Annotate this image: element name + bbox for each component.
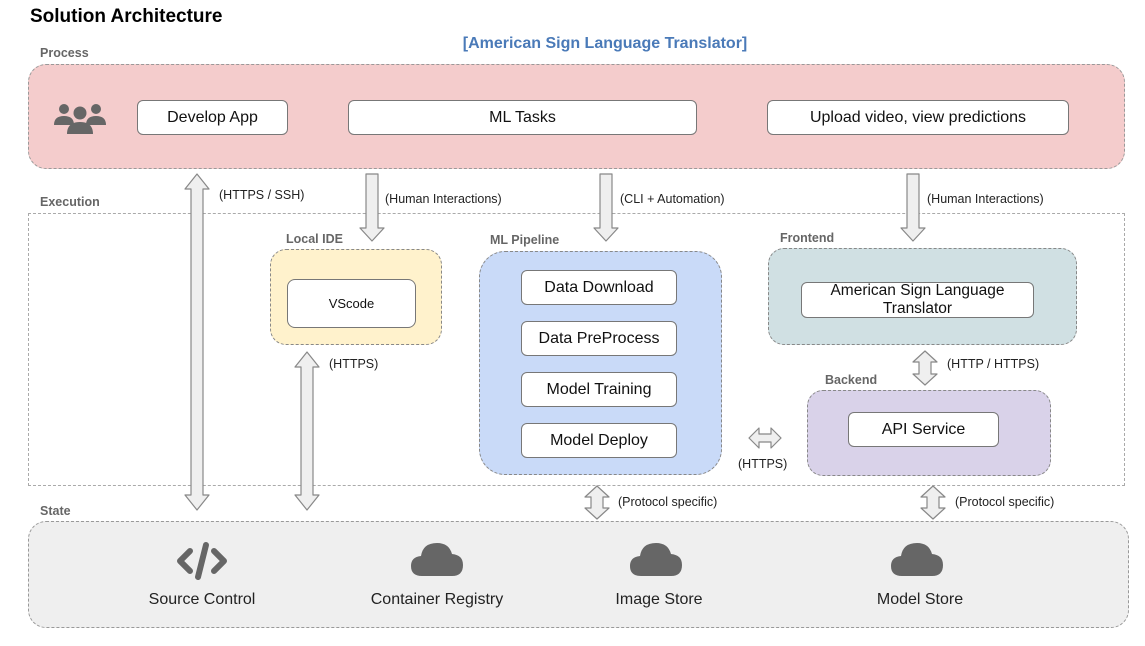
arrow-http-https [912,350,938,386]
arrow-https-pipeline-backend [748,427,782,449]
edge-label-https-ide: (HTTPS) [329,357,379,371]
cloud-icon [890,540,944,578]
section-label-state: State [40,504,71,518]
edge-label-https-pipeline-backend: (HTTPS) [738,457,788,471]
arrow-https-ide [294,351,320,511]
state-label-container-registry: Container Registry [370,591,504,608]
group-label-frontend: Frontend [780,231,835,245]
edge-label-protocol-specific-2: (Protocol specific) [955,495,1055,509]
section-label-process: Process [40,46,89,60]
page-title: Solution Architecture [30,6,223,27]
upload-video-box: Upload video, view predictions [767,100,1069,135]
edge-label-http-https: (HTTP / HTTPS) [947,357,1040,371]
diagram-subtitle: [American Sign Language Translator] [462,35,748,52]
edge-label-human-interactions-1: (Human Interactions) [385,192,502,206]
edge-label-cli-automation: (CLI + Automation) [620,192,725,206]
pipeline-step-data-preprocess: Data PreProcess [521,321,677,356]
execution-band [28,213,1125,486]
pipeline-step-model-training: Model Training [521,372,677,407]
users-group-icon [52,101,108,135]
edge-label-human-interactions-2: (Human Interactions) [927,192,1044,206]
arrow-human-interactions-2 [900,173,926,242]
code-icon [175,541,229,581]
group-label-backend: Backend [825,373,878,387]
edge-label-https-ssh: (HTTPS / SSH) [219,188,305,202]
api-service-box: API Service [848,412,999,447]
vscode-box: VScode [287,279,416,328]
state-label-image-store: Image Store [615,591,703,608]
state-band [28,521,1129,628]
edge-label-protocol-specific-1: (Protocol specific) [618,495,718,509]
develop-app-box: Develop App [137,100,288,135]
group-label-ml-pipeline: ML Pipeline [490,233,560,247]
arrow-protocol-specific-2 [920,485,946,520]
asl-translator-box: American Sign Language Translator [801,282,1034,318]
arrow-human-interactions-1 [359,173,385,242]
cloud-icon [410,540,464,578]
arrow-protocol-specific-1 [584,485,610,520]
arrow-https-ssh [184,173,210,511]
cloud-icon [629,540,683,578]
pipeline-step-data-download: Data Download [521,270,677,305]
state-label-source-control: Source Control [148,591,256,608]
section-label-execution: Execution [40,195,100,209]
arrow-cli-automation [593,173,619,242]
ml-tasks-box: ML Tasks [348,100,697,135]
state-label-model-store: Model Store [876,591,964,608]
group-label-local-ide: Local IDE [286,232,343,246]
pipeline-step-model-deploy: Model Deploy [521,423,677,458]
